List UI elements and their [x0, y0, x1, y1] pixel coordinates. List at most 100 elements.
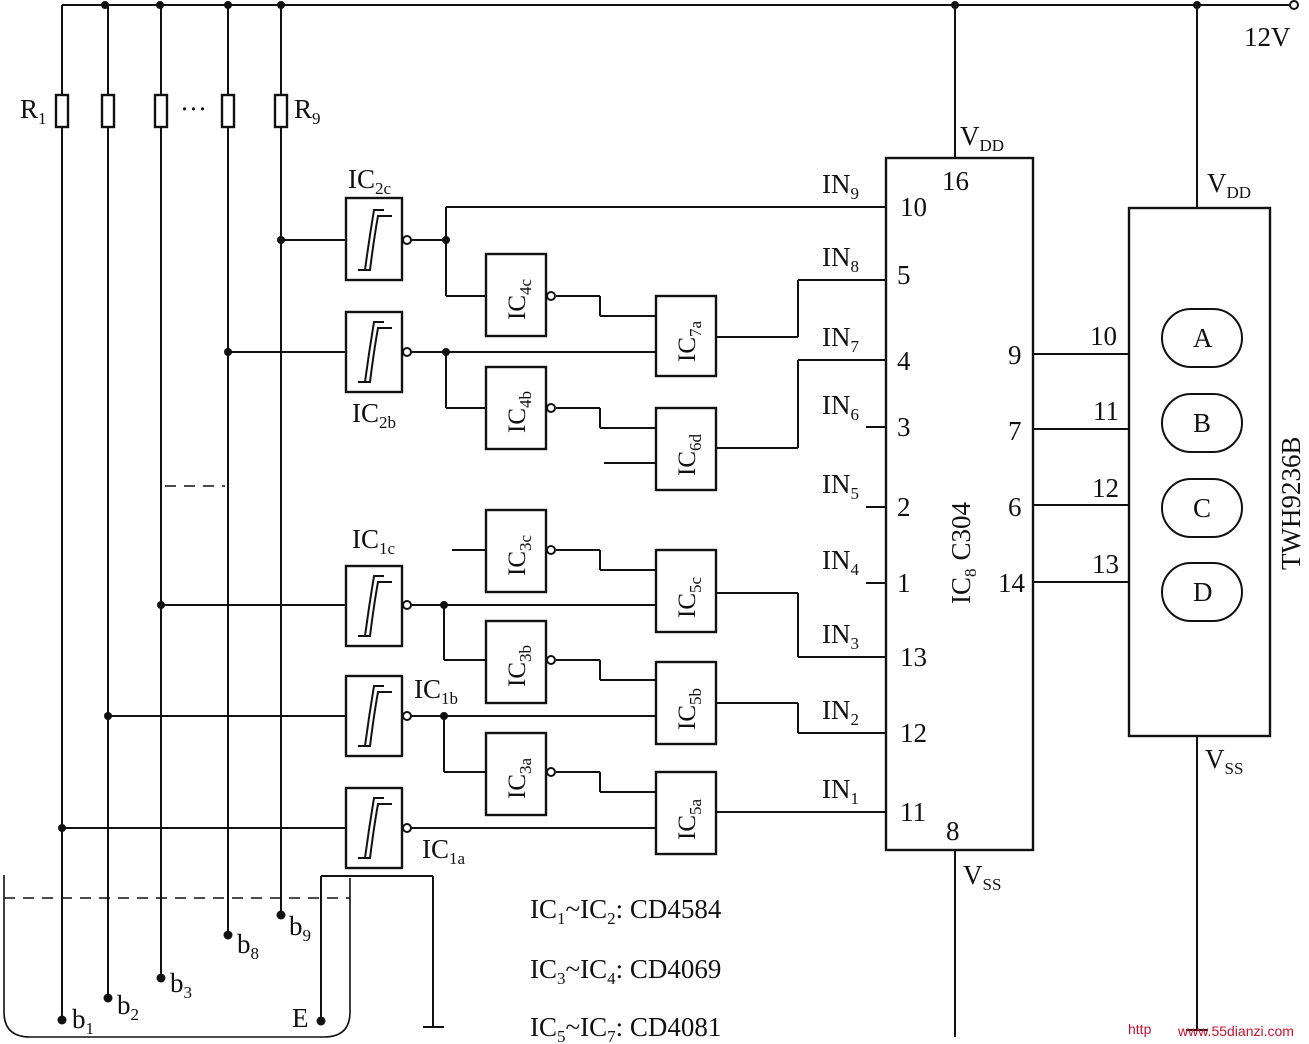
resistor-ellipsis: ··· — [180, 94, 207, 124]
in1-label: IN1 — [822, 774, 859, 808]
inverter-ic4b — [484, 365, 548, 451]
resistor-r3 — [153, 93, 169, 129]
display-pin-11: 11 — [1093, 396, 1119, 426]
display-vdd-label: VDD — [1207, 168, 1251, 202]
in3-label: IN3 — [822, 619, 859, 653]
encoder-out-pin-9: 9 — [1008, 340, 1022, 370]
watermark-site: www.55dianzi.com — [1177, 1023, 1294, 1039]
resistor-r1 — [54, 93, 70, 129]
supply-rail — [62, 0, 1299, 10]
segment-c — [1161, 478, 1243, 538]
note-ic5-ic7: IC5~IC7: CD4081 — [530, 1012, 721, 1044]
in1-pin: 11 — [900, 797, 926, 827]
encoder-vdd-pin: 16 — [942, 166, 969, 196]
display-name: TWH9236B — [1276, 437, 1306, 570]
water-tank — [3, 485, 351, 1038]
inverter-ic4c-label: IC4c — [504, 279, 535, 321]
encoder-out-pin-7: 7 — [1008, 416, 1022, 446]
display-pin-13: 13 — [1092, 549, 1119, 579]
encoder-ic8 — [884, 5, 1035, 1037]
schmitt-ic2c-label: IC2c — [348, 164, 392, 198]
inverter-gates — [484, 252, 556, 817]
electrode-b3-label: b3 — [170, 968, 192, 1002]
in4-label: IN4 — [822, 545, 860, 579]
inverter-ic3a — [484, 731, 548, 817]
schmitt-ic1c-label: IC1c — [352, 524, 396, 558]
segment-c-label: C — [1193, 493, 1211, 523]
supply-voltage-label: 12V — [1244, 22, 1291, 52]
display-pin-10: 10 — [1090, 321, 1117, 351]
and-gates — [654, 294, 718, 856]
and-gate-ic6d — [654, 406, 718, 492]
common-ground-wire — [320, 875, 444, 1028]
resistor-columns — [54, 5, 289, 1020]
encoder-out-pin-6: 6 — [1008, 492, 1022, 522]
segment-a — [1161, 308, 1243, 368]
display-module — [1127, 5, 1272, 1031]
in5-pin: 2 — [897, 492, 911, 522]
inverter-ic3c-label: IC3c — [504, 535, 535, 577]
electrode-e-label: E — [292, 1003, 309, 1033]
note-ic3-ic4: IC3~IC4: CD4069 — [530, 954, 721, 988]
encoder-vss-pin: 8 — [946, 816, 960, 846]
in7-label: IN7 — [822, 322, 860, 356]
display-vss-label: VSS — [1205, 744, 1243, 778]
in2-label: IN2 — [822, 695, 859, 729]
schmitt-ic2b-label: IC2b — [352, 398, 396, 432]
encoder-out-pin-14: 14 — [998, 568, 1026, 598]
and-gate-ic5a-label: IC5a — [674, 799, 705, 841]
in8-label: IN8 — [822, 242, 859, 276]
inverter-ic3c — [484, 508, 548, 594]
segment-b — [1161, 393, 1243, 453]
in9-pin: 10 — [900, 192, 927, 222]
in4-pin: 1 — [897, 568, 911, 598]
in7-pin: 4 — [897, 346, 911, 376]
inverter-ic4b-label: IC4b — [504, 391, 535, 433]
in8-pin: 5 — [897, 260, 911, 290]
electrode-b9-label: b9 — [289, 911, 311, 945]
and-gate-ic5c-label: IC5c — [674, 577, 705, 619]
and-gate-ic5b — [654, 660, 718, 746]
resistor-r1-label: R1 — [20, 94, 47, 128]
in5-label: IN5 — [822, 469, 859, 503]
in3-pin: 13 — [900, 642, 927, 672]
and-gate-ic6d-label: IC6d — [674, 434, 705, 477]
encoder-name: IC8C304 — [946, 501, 980, 604]
and-gate-ic5b-label: IC5b — [674, 688, 705, 730]
encoder-vdd-label: VDD — [960, 121, 1004, 155]
segment-d — [1161, 562, 1243, 622]
segment-a-label: A — [1193, 323, 1213, 353]
in2-pin: 12 — [900, 718, 927, 748]
encoder-output-wires — [1033, 353, 1129, 583]
and-gate-ic5c — [654, 548, 718, 634]
resistor-r8 — [220, 93, 236, 129]
inverter-ic3a-label: IC3a — [504, 758, 535, 800]
in9-label: IN9 — [822, 169, 859, 203]
note-ic1-ic2: IC1~IC2: CD4584 — [530, 894, 722, 928]
inverter-ic4c — [484, 252, 548, 338]
resistor-r2 — [100, 93, 116, 129]
electrode-b1-label: b1 — [72, 1004, 94, 1038]
in6-pin: 3 — [897, 412, 911, 442]
schmitt-ic1b-label: IC1b — [414, 674, 458, 708]
electrode-b8-label: b8 — [237, 929, 259, 963]
schmitt-ic1a-label: IC1a — [422, 834, 466, 868]
display-pin-12: 12 — [1092, 473, 1119, 503]
encoder-input-labels: IN9 10 IN8 5 IN7 4 IN6 3 IN5 2 IN4 1 IN3… — [822, 169, 927, 827]
resistor-r9 — [273, 93, 289, 129]
schmitt-gates — [58, 196, 656, 870]
and-gate-ic7a-label: IC7a — [674, 321, 705, 363]
segment-b-label: B — [1193, 408, 1211, 438]
logic-wiring — [440, 206, 886, 813]
segment-d-label: D — [1193, 577, 1213, 607]
electrode-ends — [57, 910, 326, 1026]
resistor-r9-label: R9 — [294, 94, 321, 128]
electrode-b2-label: b2 — [117, 990, 139, 1024]
inverter-ic3b — [484, 619, 548, 705]
inverter-ic3b-label: IC3b — [504, 645, 535, 687]
encoder-vss-label: VSS — [963, 860, 1001, 894]
and-gate-ic7a — [654, 294, 718, 378]
and-gate-ic5a — [654, 770, 718, 856]
watermark-prefix: http — [1128, 1021, 1152, 1037]
